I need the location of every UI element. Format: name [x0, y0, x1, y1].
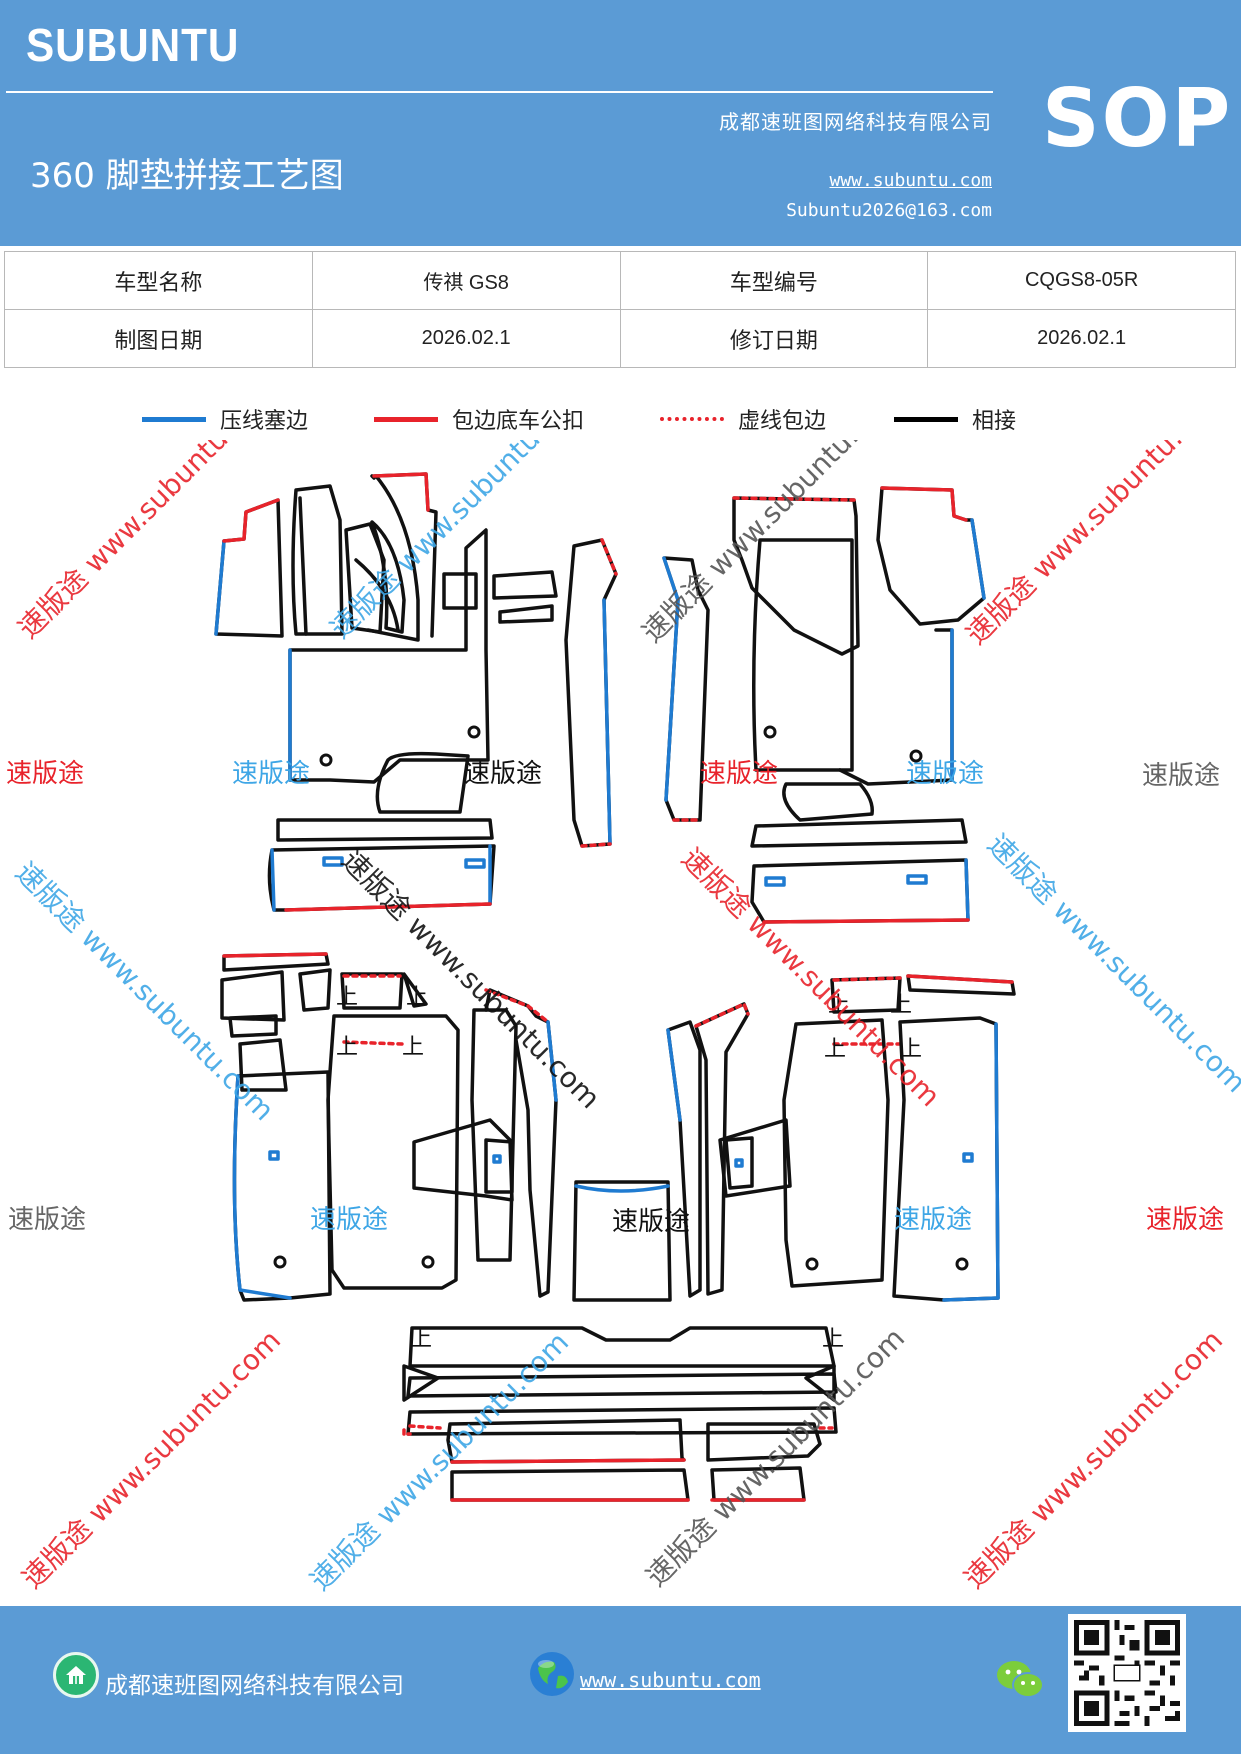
- value-draw-date: 2026.02.1: [311, 309, 621, 368]
- mark-up: 上: [336, 985, 358, 1010]
- sop-label: SOP: [1042, 72, 1233, 165]
- vehicle-info-table: 车型名称 传祺 GS8 车型编号 CQGS8-05R 制图日期 2026.02.…: [4, 251, 1236, 368]
- table-row: 制图日期 2026.02.1 修订日期 2026.02.1: [4, 309, 1236, 368]
- legend-label: 包边底车公扣: [452, 409, 585, 434]
- mat-third-row: [402, 1326, 838, 1502]
- wechat-icon: [997, 1661, 1044, 1698]
- mark-up: 上: [822, 1327, 844, 1352]
- mat-second-right-group: [666, 974, 1016, 1302]
- label-model-code: 车型编号: [619, 251, 929, 310]
- qr-code[interactable]: [1068, 1614, 1186, 1732]
- watermark-text: 速版途: [6, 759, 84, 789]
- watermark-diagonal: 速版途 www.subuntu.com: [981, 828, 1241, 1100]
- legend-swatch: [660, 417, 724, 421]
- mark-up: 上: [828, 993, 850, 1018]
- watermark-diagonal: 速版途 www.subuntu.com: [9, 856, 281, 1128]
- label-draw-date: 制图日期: [4, 309, 313, 368]
- watermark-text: 速版途: [1142, 761, 1220, 791]
- home-icon: [53, 1652, 99, 1698]
- globe-icon: [530, 1652, 574, 1696]
- value-model-code: CQGS8-05R: [927, 251, 1236, 310]
- watermark-text: 速版途: [232, 759, 310, 789]
- watermark-diagonal: 速版途 www.subuntu.com: [324, 440, 596, 645]
- watermark-diagonal: 速版途 www.subuntu.com: [636, 440, 908, 649]
- label-model-name: 车型名称: [4, 251, 313, 310]
- watermark-text: 速版途: [612, 1207, 690, 1237]
- watermark-diagonal: 速版途 www.subuntu.com: [335, 844, 607, 1116]
- watermark-text: 速版途: [464, 759, 542, 789]
- value-model-name: 传祺 GS8: [311, 251, 621, 310]
- page-footer: 成都速班图网络科技有限公司 www.subuntu.com: [0, 1606, 1241, 1754]
- email-address: Subuntu2026@163.com: [786, 200, 992, 221]
- watermark-text: 速版途: [8, 1205, 86, 1235]
- watermark-diagonal: 速版途 www.subuntu.com: [16, 1323, 288, 1595]
- watermark-diagonal: 速版途 www.subuntu.com: [12, 440, 284, 645]
- watermark-diagonal: 速版途 www.subuntu.com: [958, 1323, 1230, 1595]
- mat-front-left-group: [214, 472, 618, 912]
- watermark-text: 速版途: [894, 1205, 972, 1235]
- legend-item-black: 相接: [894, 404, 1016, 434]
- watermark-diagonal: 速版途 www.subuntu.com: [960, 440, 1232, 651]
- legend-label: 虚线包边: [738, 409, 827, 434]
- website-link[interactable]: www.subuntu.com: [829, 170, 992, 191]
- watermark-text: 速版途: [906, 759, 984, 789]
- footer-company-name: 成都速班图网络科技有限公司: [105, 1673, 404, 1699]
- mark-up: 上: [900, 1037, 922, 1062]
- mark-up: 上: [336, 1035, 358, 1060]
- mark-up: 上: [402, 1035, 424, 1060]
- mat-center: [572, 1180, 672, 1302]
- legend-item-red: 包边底车公扣: [374, 404, 584, 434]
- legend-item-red-dashed: 虚线包边: [660, 404, 826, 434]
- footer-website-link[interactable]: www.subuntu.com: [580, 1668, 761, 1692]
- legend-swatch: [374, 416, 438, 422]
- company-name: 成都速班图网络科技有限公司: [719, 110, 992, 134]
- value-revise-date: 2026.02.1: [927, 309, 1236, 368]
- floor-mat-diagram: 上 上 上 上 上 上 上 上 上 上 速版途 速版途 速版途 速版途 速版途 …: [6, 440, 1241, 1597]
- table-row: 车型名称 传祺 GS8 车型编号 CQGS8-05R: [4, 251, 1236, 310]
- legend-swatch: [894, 416, 958, 422]
- mark-up: 上: [890, 993, 912, 1018]
- watermark-text: 速版途: [1146, 1205, 1224, 1235]
- mark-up: 上: [410, 1327, 432, 1352]
- page-header: SUBUNTU SOP 成都速班图网络科技有限公司 360 脚垫拼接工艺图 ww…: [0, 0, 1241, 246]
- page-title: 360 脚垫拼接工艺图: [30, 156, 344, 196]
- legend-item-blue: 压线塞边: [142, 404, 308, 434]
- mat-second-left-group: [220, 952, 558, 1302]
- legend-swatch: [142, 416, 206, 422]
- brand-logo: SUBUNTU: [26, 19, 240, 71]
- legend-label: 相接: [972, 409, 1017, 434]
- watermark-text: 速版途: [700, 759, 778, 789]
- mark-up: 上: [824, 1037, 846, 1062]
- header-divider: [6, 91, 993, 93]
- watermark-diagonal: 速版途 www.subuntu.com: [675, 842, 947, 1114]
- legend-label: 压线塞边: [220, 409, 309, 434]
- mat-front-right-group: [662, 486, 986, 924]
- mark-up: 上: [406, 985, 428, 1010]
- label-revise-date: 修订日期: [619, 309, 929, 368]
- watermark-text: 速版途: [310, 1205, 388, 1235]
